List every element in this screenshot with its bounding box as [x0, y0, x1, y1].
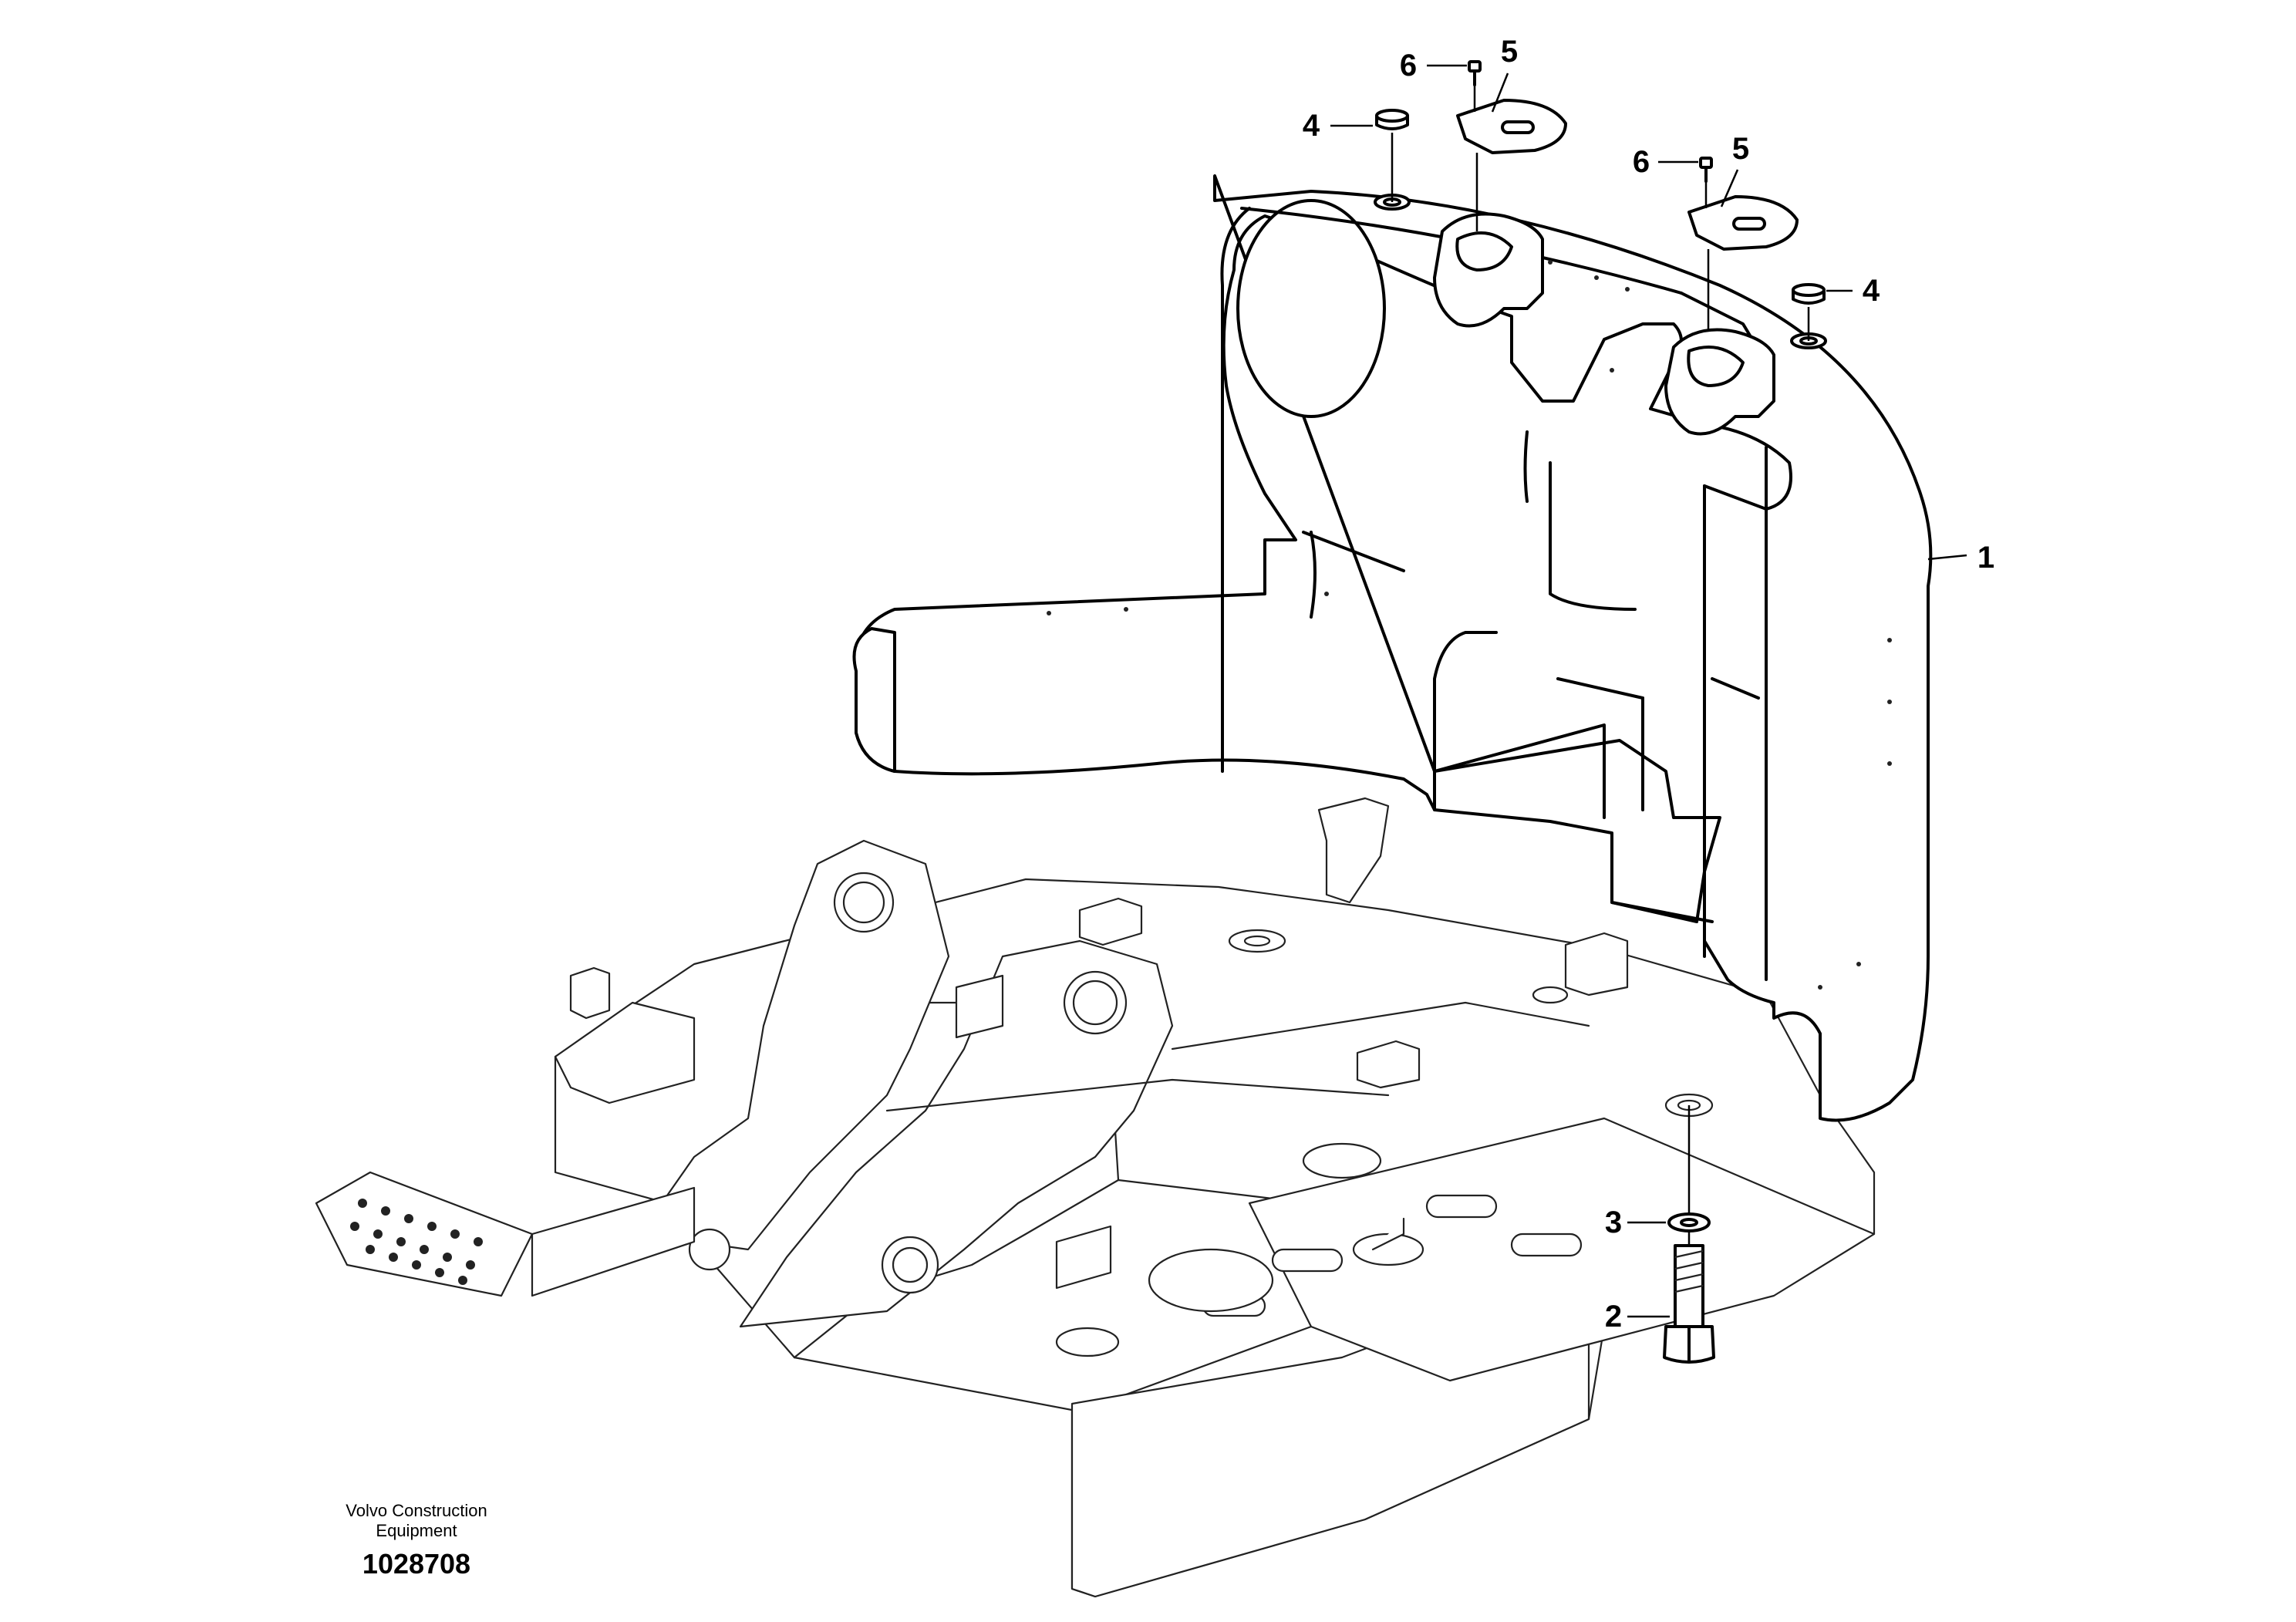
callout-5-right: 5 [1732, 132, 1749, 166]
plug-part-4-right [1792, 283, 1826, 341]
callout-3: 3 [1605, 1206, 1622, 1239]
callout-4-right: 4 [1863, 274, 1880, 308]
callout-5-left: 5 [1501, 35, 1518, 69]
callout-2: 2 [1605, 1300, 1622, 1334]
callout-4-left: 4 [1303, 109, 1320, 143]
callout-1: 1 [1977, 541, 1994, 575]
plate-part-5-right [1687, 195, 1799, 332]
bolt-part-2 [1663, 1231, 1715, 1364]
callout-leaders [1330, 64, 1967, 1318]
step-perforations [350, 1199, 483, 1285]
drawing-number: 1028708 [362, 1548, 470, 1580]
washer-part-3 [1667, 1105, 1711, 1233]
plate-part-5-left [1456, 99, 1567, 231]
callout-6-left: 6 [1400, 49, 1417, 83]
screw-part-6-left [1468, 60, 1482, 112]
upper-frame [315, 797, 1876, 1598]
counterweight-part-1 [852, 174, 1933, 1122]
credit-line-1: Volvo Construction [346, 1501, 487, 1520]
plug-part-4-left [1375, 109, 1409, 202]
screw-part-6-right [1699, 157, 1713, 208]
credit-line-2: Equipment [376, 1521, 457, 1540]
publisher-credit: Volvo Construction Equipment 1028708 [346, 1501, 487, 1580]
callout-6-right: 6 [1633, 145, 1650, 179]
